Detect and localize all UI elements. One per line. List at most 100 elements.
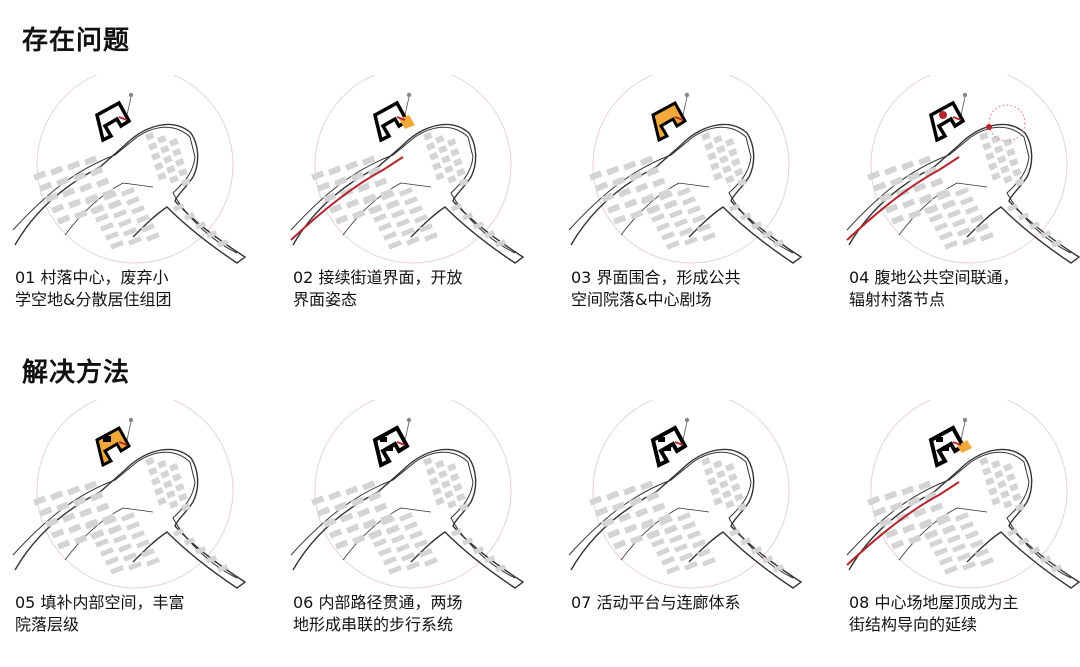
village-map bbox=[12, 400, 247, 589]
context-circle bbox=[870, 400, 1068, 589]
site-accent-mark bbox=[674, 441, 684, 446]
north-pole-line bbox=[682, 421, 688, 441]
north-pole-line bbox=[126, 96, 132, 116]
infill-block bbox=[103, 436, 111, 442]
caption-line: 院落层级 bbox=[15, 615, 80, 634]
caption-line: 02 接续街道界面，开放 bbox=[293, 268, 463, 287]
main-road bbox=[12, 126, 238, 254]
node-marker bbox=[939, 111, 947, 119]
infill-block bbox=[665, 446, 671, 451]
panel-caption: 02 接续街道界面，开放界面姿态 bbox=[293, 267, 538, 311]
diagram-panel: 02 接续街道界面，开放界面姿态 bbox=[283, 75, 545, 320]
diagram-panel: 03 界面围合，形成公共空间院落&中心剧场 bbox=[561, 75, 823, 320]
secondary-road bbox=[898, 182, 988, 236]
secondary-road bbox=[342, 182, 432, 236]
secondary-road bbox=[620, 507, 710, 561]
section-title-problems: 存在问题 bbox=[22, 26, 131, 56]
secondary-road bbox=[342, 507, 432, 561]
street-interface-highlight bbox=[399, 115, 415, 129]
caption-line: 界面姿态 bbox=[293, 290, 358, 309]
main-road bbox=[12, 451, 238, 579]
main-road bbox=[290, 451, 516, 579]
north-marker bbox=[128, 417, 134, 423]
panel-caption: 01 村落中心，废弃小学空地&分散居住组团 bbox=[15, 267, 260, 311]
main-road bbox=[568, 126, 794, 254]
main-road bbox=[290, 126, 516, 254]
village-map bbox=[568, 75, 803, 264]
village-map bbox=[290, 75, 525, 264]
secondary-road bbox=[64, 182, 154, 236]
north-marker bbox=[962, 417, 968, 423]
courtyard-fill bbox=[95, 425, 132, 468]
north-marker bbox=[684, 92, 690, 98]
caption-line: 07 活动平台与连廊体系 bbox=[571, 593, 741, 612]
north-pole-line bbox=[404, 421, 410, 441]
caption-line: 04 腹地公共空间联通， bbox=[849, 268, 1019, 287]
context-circle bbox=[592, 400, 790, 589]
courtyard-fill bbox=[651, 100, 688, 143]
diagram-panel: 06 内部路径贯通，两场地形成串联的步行系统 bbox=[283, 400, 545, 645]
secondary-road bbox=[64, 507, 154, 561]
north-pole-line bbox=[682, 96, 688, 116]
radiation-ring bbox=[988, 104, 1026, 142]
infill-block bbox=[658, 437, 665, 442]
village-map bbox=[12, 75, 247, 264]
site-accent-mark bbox=[118, 441, 128, 446]
north-pole-line bbox=[404, 96, 410, 116]
village-map bbox=[290, 400, 525, 589]
panel-caption: 03 界面围合，形成公共空间院落&中心剧场 bbox=[571, 267, 816, 311]
infill-block bbox=[380, 437, 387, 442]
center-site-outline bbox=[94, 100, 132, 143]
panel-caption: 06 内部路径贯通，两场地形成串联的步行系统 bbox=[293, 592, 538, 636]
infill-block bbox=[936, 437, 943, 442]
village-map bbox=[568, 400, 803, 589]
panel-caption: 04 腹地公共空间联通，辐射村落节点 bbox=[849, 267, 1080, 311]
caption-line: 01 村落中心，废弃小 bbox=[15, 268, 169, 287]
panel-caption: 08 中心场地屋顶成为主街结构导向的延续 bbox=[849, 592, 1080, 636]
context-circle bbox=[870, 75, 1068, 264]
caption-line: 06 内部路径贯通，两场 bbox=[293, 593, 463, 612]
panel-caption: 07 活动平台与连廊体系 bbox=[571, 592, 816, 614]
caption-line: 08 中心场地屋顶成为主 bbox=[849, 593, 1019, 612]
caption-line: 空间院落&中心剧场 bbox=[571, 290, 712, 309]
village-map bbox=[846, 75, 1080, 264]
main-street-route bbox=[846, 156, 960, 241]
north-pole-line bbox=[960, 421, 966, 441]
main-street-route bbox=[290, 156, 404, 241]
secondary-road bbox=[898, 507, 988, 561]
site-accent-mark bbox=[952, 441, 962, 446]
roof-extension-highlight bbox=[957, 440, 972, 453]
context-circle bbox=[592, 75, 790, 264]
north-marker bbox=[962, 92, 968, 98]
infill-block bbox=[943, 446, 949, 451]
diagram-panel: 08 中心场地屋顶成为主街结构导向的延续 bbox=[839, 400, 1080, 645]
caption-line: 街结构导向的延续 bbox=[849, 615, 978, 634]
caption-line: 学空地&分散居住组团 bbox=[15, 290, 172, 309]
diagram-panel: 04 腹地公共空间联通，辐射村落节点 bbox=[839, 75, 1080, 320]
caption-line: 地形成串联的步行系统 bbox=[293, 615, 454, 634]
site-accent-mark bbox=[952, 116, 962, 121]
north-pole-line bbox=[126, 421, 132, 441]
site-accent-mark bbox=[396, 441, 406, 446]
north-pole-line bbox=[960, 96, 966, 116]
village-map bbox=[846, 400, 1080, 589]
site-accent-mark bbox=[396, 116, 406, 121]
diagram-panel: 07 活动平台与连廊体系 bbox=[561, 400, 823, 645]
north-marker bbox=[684, 417, 690, 423]
diagram-panel: 05 填补内部空间，丰富院落层级 bbox=[5, 400, 267, 645]
main-road bbox=[568, 451, 794, 579]
north-marker bbox=[128, 92, 134, 98]
main-road bbox=[846, 451, 1072, 579]
center-site-outline bbox=[372, 100, 410, 143]
diagram-panel: 01 村落中心，废弃小学空地&分散居住组团 bbox=[5, 75, 267, 320]
caption-line: 03 界面围合，形成公共 bbox=[571, 268, 741, 287]
secondary-road bbox=[620, 182, 710, 236]
center-site-outline bbox=[928, 100, 966, 143]
context-circle bbox=[36, 400, 234, 589]
site-accent-mark bbox=[674, 116, 684, 121]
panel-caption: 05 填补内部空间，丰富院落层级 bbox=[15, 592, 260, 636]
context-circle bbox=[314, 75, 512, 264]
section-title-solutions: 解决方法 bbox=[22, 358, 131, 388]
north-marker bbox=[406, 92, 412, 98]
infill-block bbox=[387, 446, 393, 451]
